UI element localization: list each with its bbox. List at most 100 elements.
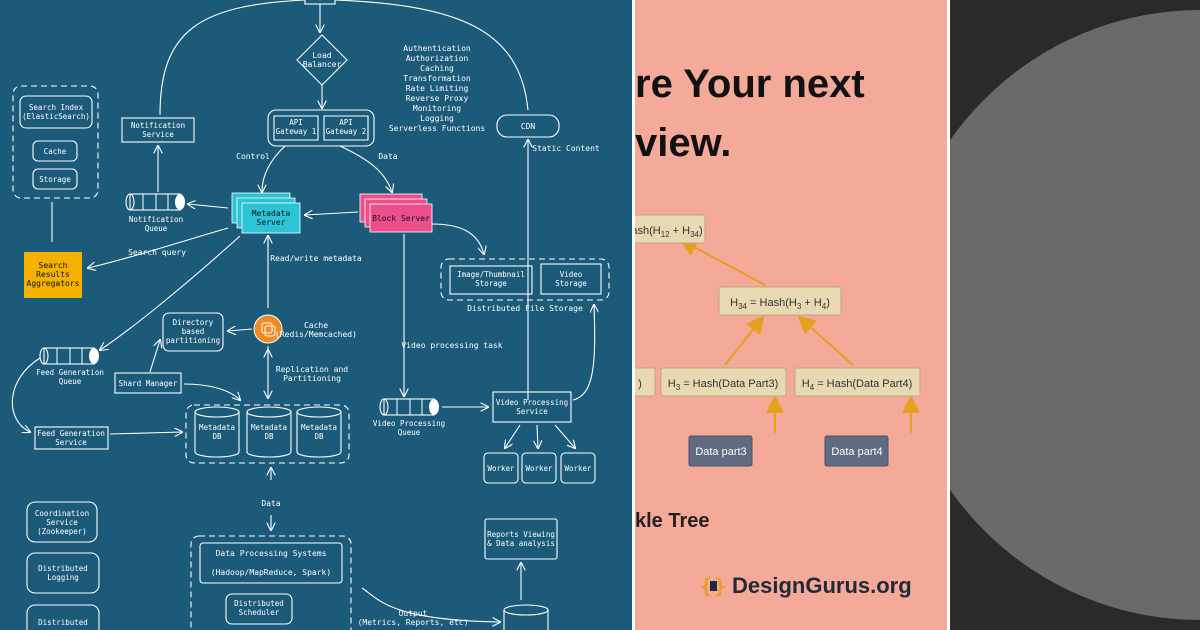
client-icon [304,0,336,5]
svg-text:Reports Viewing& Data analysis: Reports Viewing& Data analysis [487,530,555,548]
block-to-metadata-arrow [305,212,359,215]
distributed-tracing: Distributed [26,604,100,630]
worker-1: Worker [483,452,519,484]
shard-to-directory-arrow [149,340,160,373]
h4-to-h34-arrow [799,317,854,366]
brand-name: DesignGurus.org [732,573,912,598]
block-server: Block Server [359,193,433,233]
caption: kle Tree [635,510,710,532]
merkle-h3-node: H3 = Hash(Data Part3) [660,367,787,397]
gateway-to-metadata-arrow [262,145,286,192]
merkle-top-node: ash(H12 + H34) [635,214,706,244]
svg-text:{: { [700,574,712,598]
merkle-left-stub-node: ) [635,367,656,397]
block-to-storage-arrow [431,223,484,254]
metadata-to-queue-arrow [188,204,229,208]
svg-text:Distributed File Storage: Distributed File Storage [467,304,583,313]
decorative-panel [950,0,1200,630]
headline-line-2: view. [635,121,732,165]
search-cache-storage-group: Search Index(ElasticSearch) Cache Storag… [12,85,99,199]
svg-text:Shard Manager: Shard Manager [119,379,178,388]
metadata-to-search-arrow [88,227,229,268]
svg-text:Data Processing Systems: Data Processing Systems [216,549,327,558]
svg-text:Cache: Cache [44,147,67,156]
client-to-notification-line [159,0,306,116]
cache-to-directory-arrow [228,329,253,331]
svg-text:H3 = Hash(Data Part3): H3 = Hash(Data Part3) [668,378,779,392]
worker-2: Worker [521,452,557,484]
cache-redis: Cache(Redis/Memcached) [253,314,357,344]
static-content-label: Static Content [532,144,600,153]
svg-text:CDN: CDN [521,122,536,131]
headline-line-1: re Your next [635,62,865,106]
svg-text:Data part4: Data part4 [831,446,882,458]
svg-text:Storage: Storage [39,175,71,184]
read-write-metadata-label: Read/write metadata [270,254,362,263]
processing-to-output-arrow [361,587,500,622]
video-processing-task-label: Video processing task [401,341,502,350]
metadata-to-feed-queue-arrow [100,235,241,350]
feed-service-to-db-arrow [109,432,182,434]
svg-text:Worker: Worker [525,464,553,473]
worker-3: Worker [560,452,596,484]
data-label-top: Data [378,152,397,161]
h34-to-top-arrow [681,240,766,286]
search-query-label: Search query [128,248,186,257]
svg-text:Worker: Worker [487,464,515,473]
shard-to-db-arrow [183,383,240,400]
brand-logo: { } DesignGurus.org [700,573,912,599]
svg-text:Data part3: Data part3 [695,446,746,458]
data-processing-systems: Data Processing Systems (Hadoop/MapReduc… [190,535,352,630]
control-label: Control [236,152,270,161]
svg-text:Distributed: Distributed [38,618,88,627]
decorative-circle [950,10,1200,620]
svg-text:(Hadoop/MapReduce, Spark): (Hadoop/MapReduce, Spark) [211,568,331,577]
merkle-data4-node: Data part4 [824,435,889,467]
video-service-to-storage-arrow [572,305,595,401]
merkle-h4-node: H4 = Hash(Data Part4) [794,367,921,397]
svg-text:Worker: Worker [564,464,592,473]
merkle-data3-node: Data part3 [688,435,753,467]
output-label: Output(Metrics, Reports, etc) [358,609,469,627]
svg-text:): ) [638,378,642,390]
merkle-tree-diagram: ash(H12 + H34) H34 = Hash(H3 + H4) ) H3 … [635,214,921,467]
svg-text:}: } [714,574,726,598]
svg-text:H34 = Hash(H3 + H4): H34 = Hash(H3 + H4) [730,297,830,311]
data-label-bottom: Data [261,499,280,508]
svg-text:Cache(Redis/Memcached): Cache(Redis/Memcached) [275,321,357,339]
feed-queue-to-service-arrow [11,357,41,432]
